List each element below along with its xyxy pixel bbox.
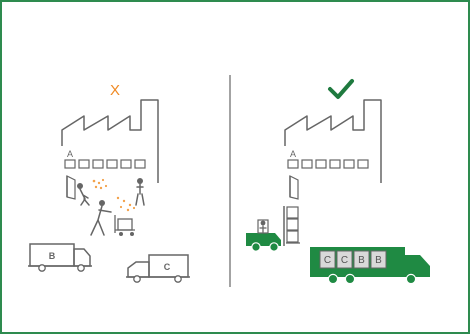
truck-wheel — [39, 265, 45, 271]
dust-dot — [117, 197, 119, 199]
dust-dot — [129, 204, 131, 206]
worker-head — [137, 178, 143, 184]
dust-dot — [100, 187, 102, 189]
truck-wheel — [78, 265, 84, 271]
truck-wheel — [175, 276, 181, 282]
truck-cargo-label-3: B — [358, 255, 365, 266]
truck-cargo-label-4: B — [375, 255, 382, 266]
truck-wheel — [134, 276, 140, 282]
truck-cargo-label-2: C — [341, 255, 348, 266]
dust-dot — [123, 200, 125, 202]
truck-wheel — [328, 274, 337, 283]
worker-head — [77, 183, 83, 189]
worker-head — [99, 200, 105, 206]
dust-dot — [120, 206, 122, 208]
dust-dot — [127, 209, 129, 211]
dust-dot — [105, 185, 107, 187]
truck-c-label: C — [164, 262, 171, 272]
dust-dot — [98, 182, 100, 184]
dust-dot — [95, 186, 97, 188]
truck-b-label: B — [49, 251, 56, 261]
truck-wheel — [406, 274, 415, 283]
dust-dot — [102, 179, 104, 181]
wrong-mark: X — [110, 82, 120, 99]
trolley-wheel — [119, 232, 123, 236]
left-factory-letter: A — [67, 149, 73, 159]
driver-head — [261, 221, 266, 226]
forklift-wheel — [270, 243, 278, 251]
right-factory-letter: A — [290, 149, 296, 159]
truck-cargo-label-1: C — [324, 255, 331, 266]
dust-dot — [93, 180, 96, 183]
trolley-wheel — [130, 232, 134, 236]
dust-dot — [133, 207, 135, 209]
truck-wheel — [345, 274, 354, 283]
forklift-wheel — [252, 243, 260, 251]
